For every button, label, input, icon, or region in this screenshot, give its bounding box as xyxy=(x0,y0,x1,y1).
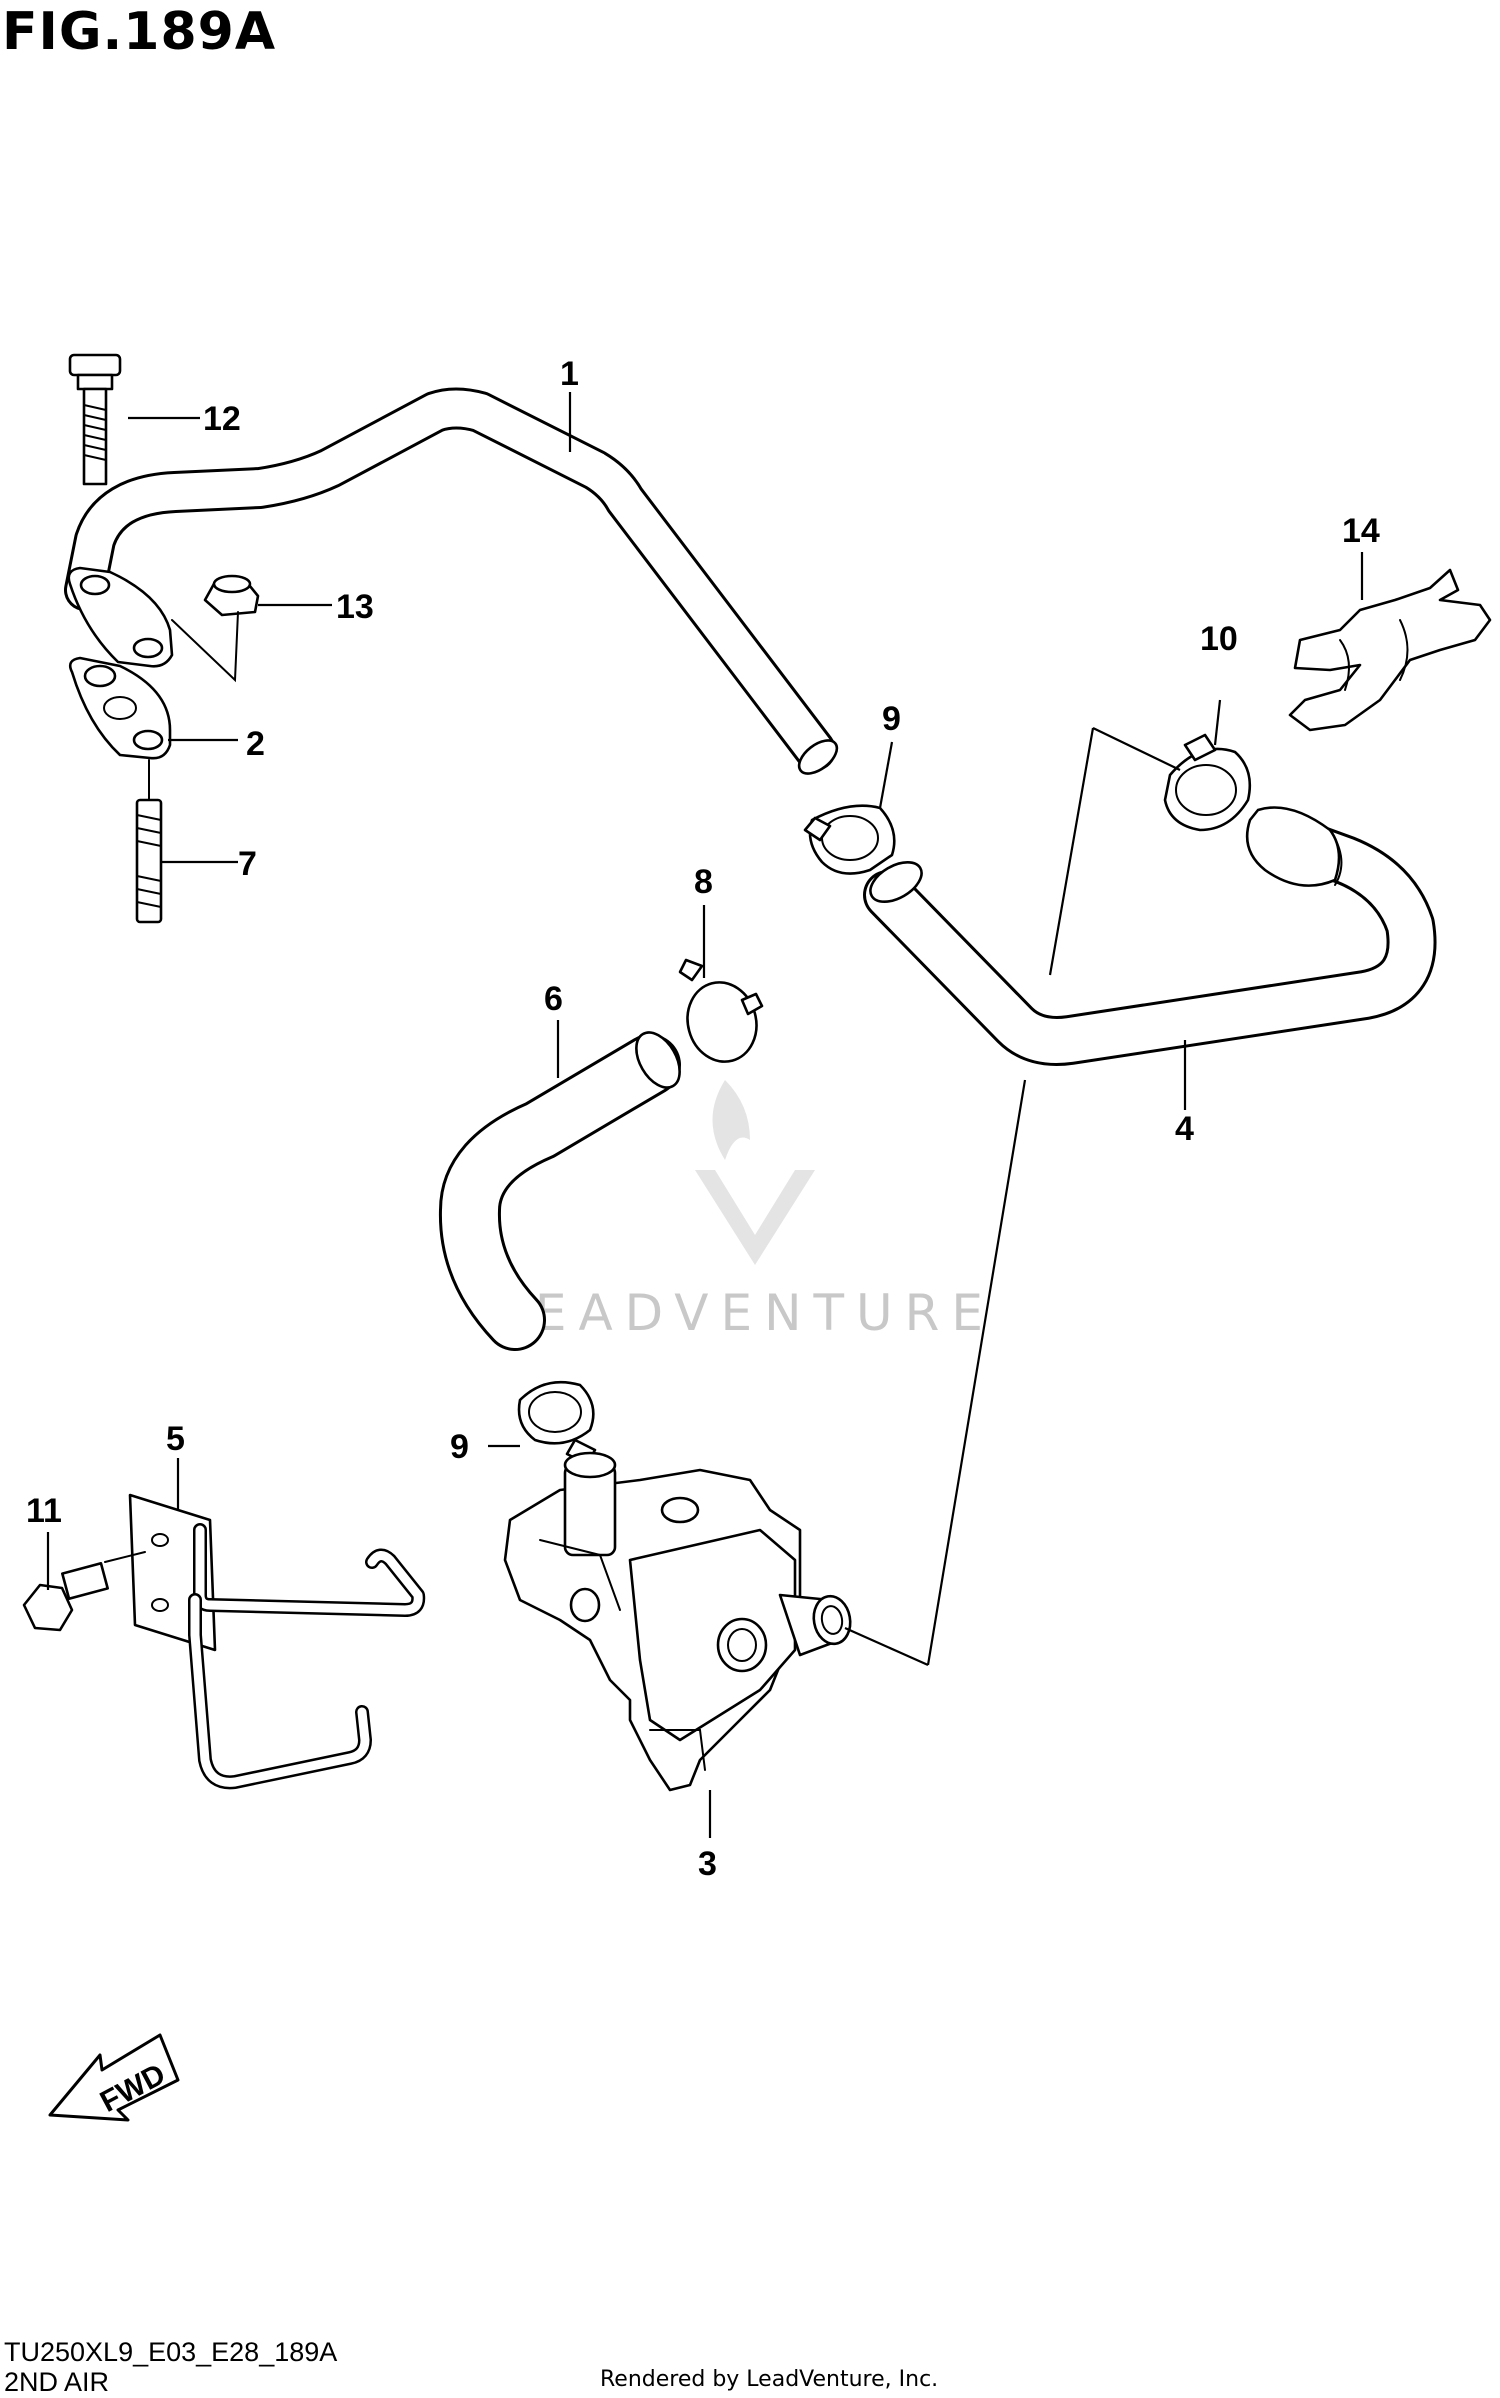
part-11-bolt[interactable] xyxy=(22,1551,146,1632)
part-6-hose[interactable] xyxy=(438,1025,689,1351)
callout-14: 14 xyxy=(1342,512,1380,550)
callout-5: 5 xyxy=(166,1420,185,1458)
part-10-clamp[interactable] xyxy=(1163,733,1252,832)
part-12-bolt[interactable] xyxy=(68,353,122,486)
callout-7: 7 xyxy=(238,845,257,883)
render-credit: Rendered by LeadVenture, Inc. xyxy=(600,2367,939,2392)
callout-8: 8 xyxy=(694,863,713,901)
part-8-cap[interactable] xyxy=(678,958,765,1069)
drawing-subtitle: 2ND AIR xyxy=(4,2367,110,2397)
part-1-flange[interactable] xyxy=(67,566,174,668)
callout-12: 12 xyxy=(203,400,241,438)
part-9-clamp-lower[interactable] xyxy=(517,1380,597,1466)
watermark-text: LEADVENTURE xyxy=(495,1284,995,1342)
callout-3: 3 xyxy=(698,1845,717,1883)
fwd-arrow: FWD xyxy=(48,2033,180,2122)
part-4-hose[interactable] xyxy=(863,806,1437,1066)
callout-2: 2 xyxy=(246,725,265,763)
callout-13: 13 xyxy=(336,588,374,626)
part-7-stud[interactable] xyxy=(135,759,163,924)
part-13-nut[interactable] xyxy=(171,574,260,683)
drawing-code: TU250XL9_E03_E28_189A xyxy=(4,2337,338,2367)
part-3-reed-valve[interactable] xyxy=(503,1451,854,1792)
watermark: LEADVENTURE xyxy=(495,1080,995,1342)
figure-title: FIG.189A xyxy=(2,2,277,62)
callout-1: 1 xyxy=(560,355,579,393)
callout-11: 11 xyxy=(26,1492,62,1530)
callout-6: 6 xyxy=(544,980,563,1018)
part-14-clamp[interactable] xyxy=(1288,568,1492,732)
callout-9-upper: 9 xyxy=(882,700,901,738)
callout-10: 10 xyxy=(1200,620,1238,658)
part-2-gasket[interactable] xyxy=(68,656,172,760)
part-5-bracket[interactable] xyxy=(128,1493,426,1790)
part-1-pipe[interactable] xyxy=(64,387,843,781)
callout-4: 4 xyxy=(1175,1110,1194,1148)
leader-lines xyxy=(46,392,1364,1838)
callout-9-lower: 9 xyxy=(450,1428,469,1466)
callouts: 1 2 3 4 5 6 7 8 9 9 10 11 12 13 14 xyxy=(26,355,1380,1883)
part-9-clamp-upper[interactable] xyxy=(803,804,896,875)
